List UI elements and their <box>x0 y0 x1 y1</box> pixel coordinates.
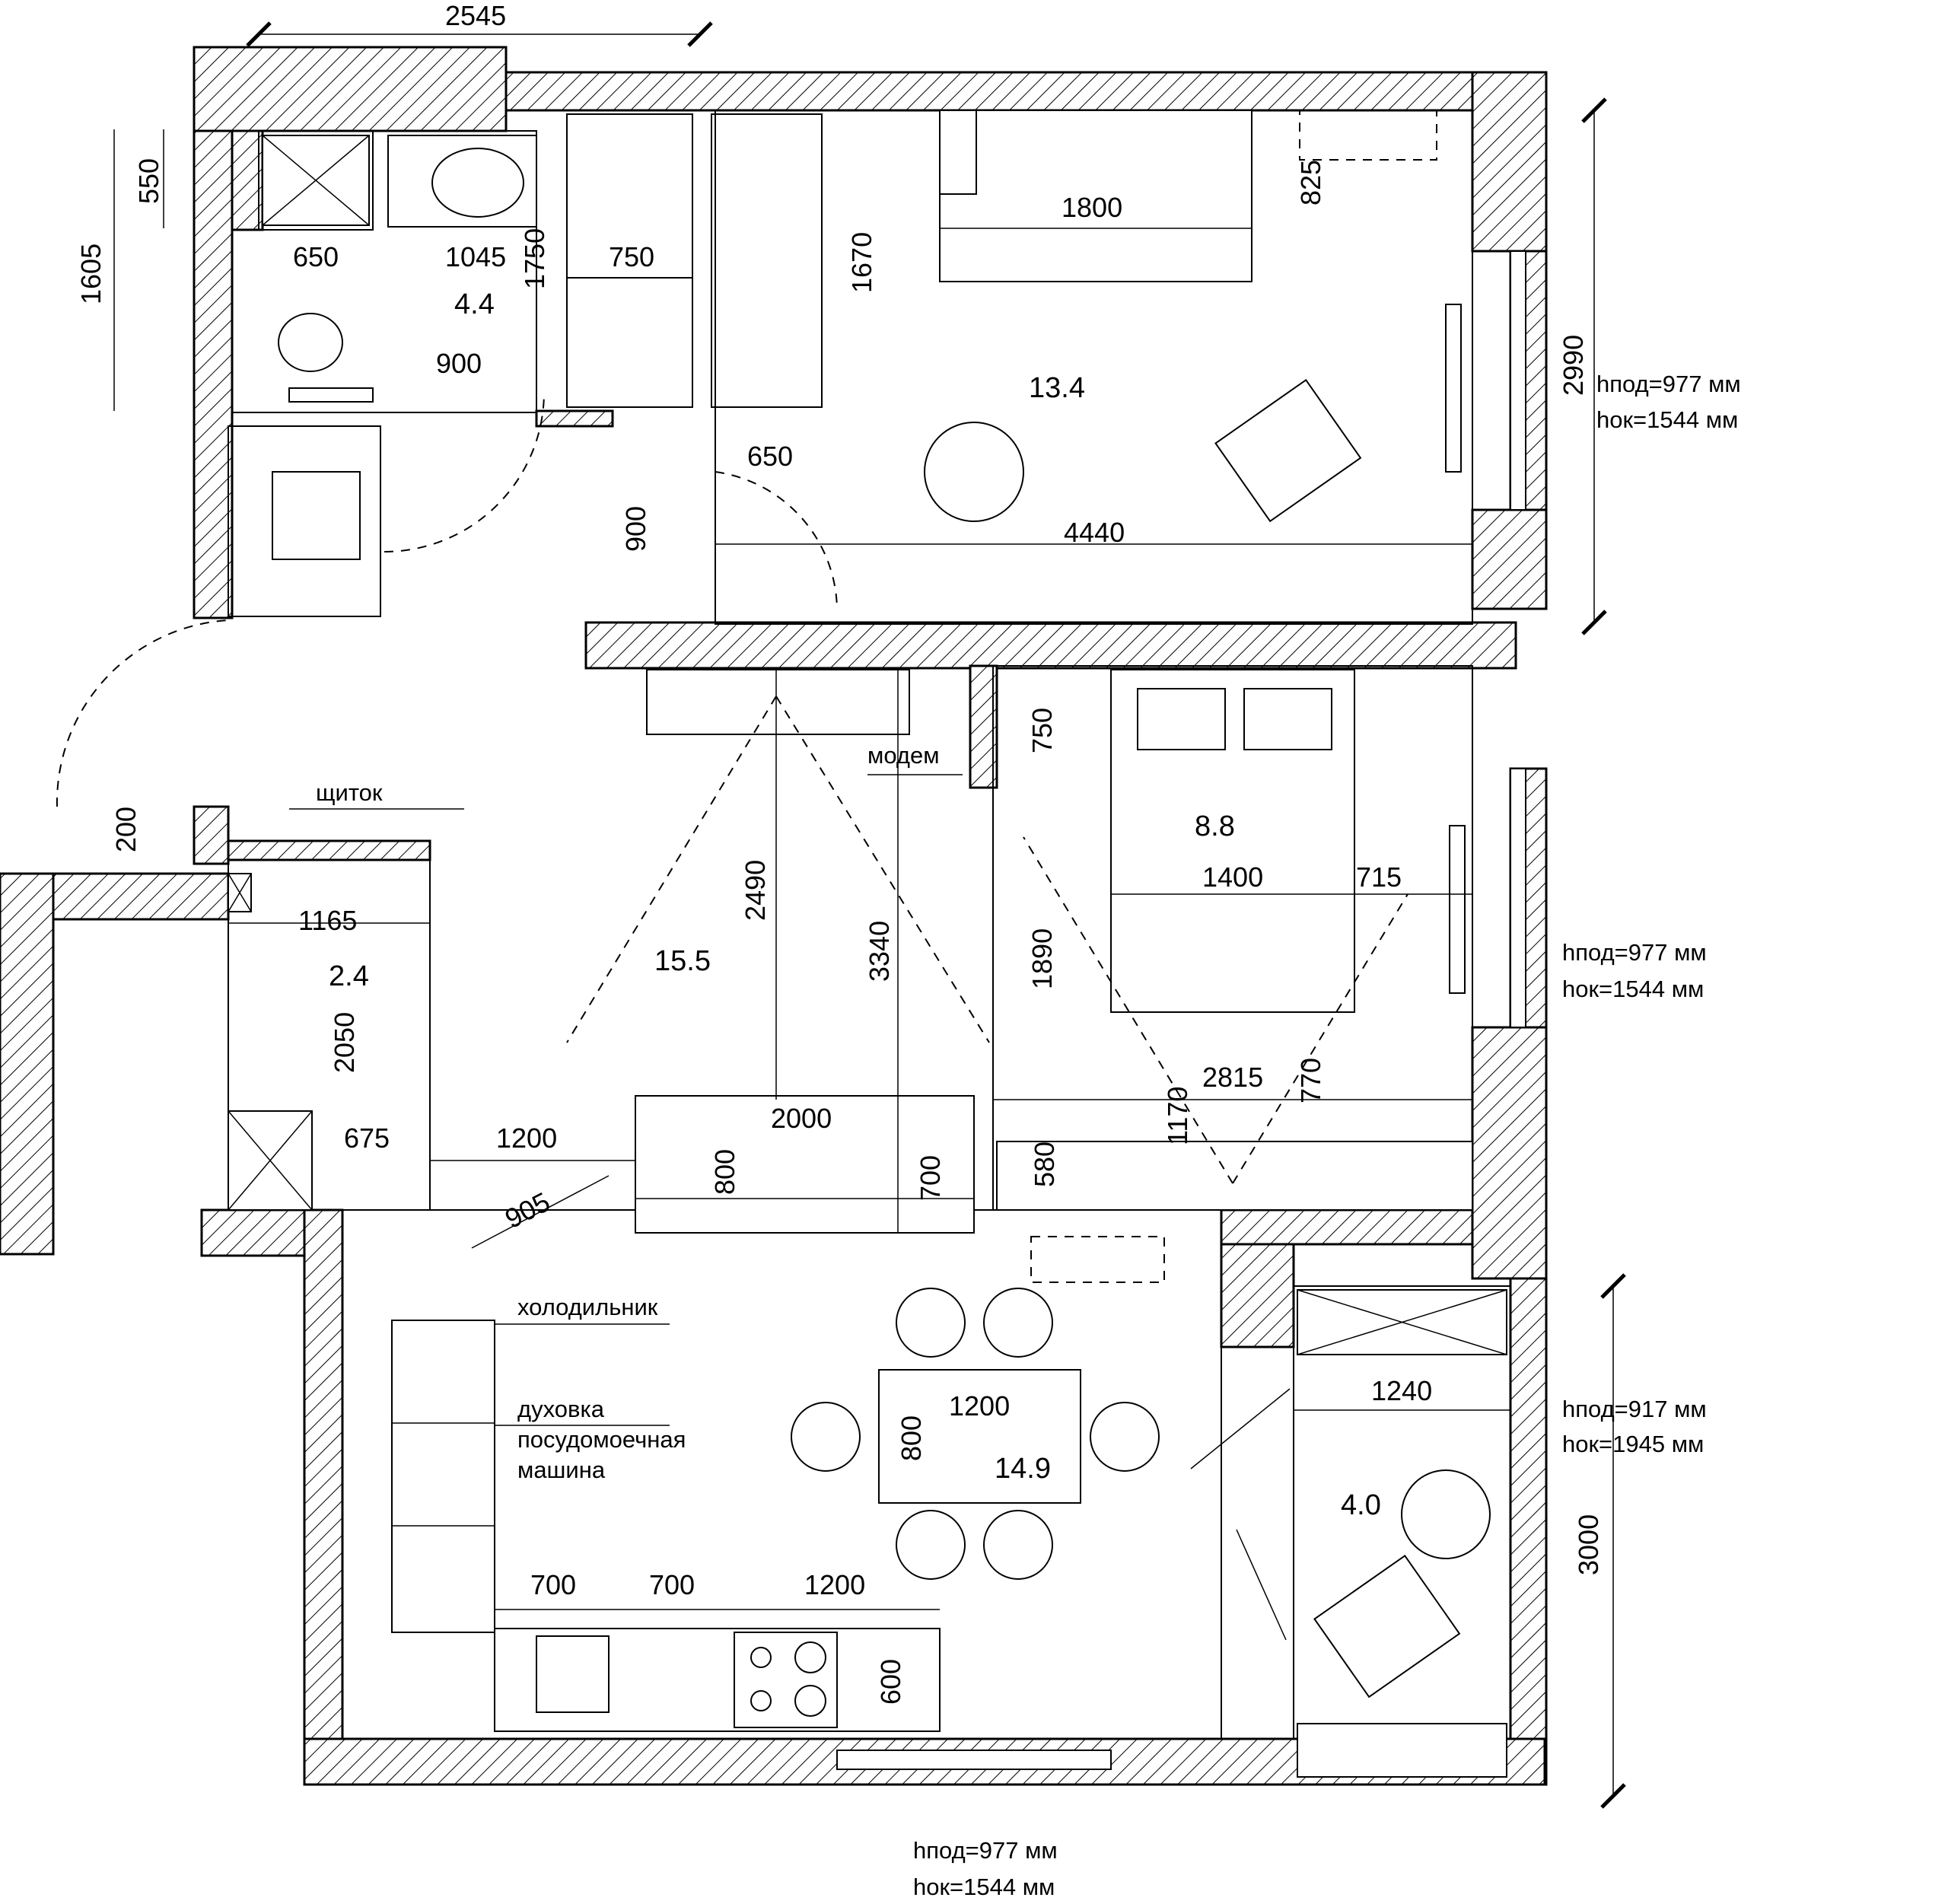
modem-stand <box>646 669 910 735</box>
area-bedroom-2: 8.8 <box>1195 810 1235 842</box>
sofa <box>635 1095 975 1234</box>
area-bedroom-1: 13.4 <box>1029 372 1085 404</box>
dim-600: 600 <box>875 1659 906 1705</box>
dim-700c: 700 <box>649 1569 695 1600</box>
chair <box>983 1510 1053 1580</box>
chair <box>983 1288 1053 1358</box>
toilet <box>278 313 343 372</box>
dim-1240: 1240 <box>1371 1375 1432 1406</box>
dim-1170: 1170 <box>1162 1087 1193 1145</box>
window-4-sill: hпод=977 мм <box>913 1837 1058 1864</box>
chair <box>896 1288 966 1358</box>
dimension-labels: 2545 550 1605 650 1045 1750 750 900 1670… <box>75 0 1604 1705</box>
dim-900a: 900 <box>436 348 482 379</box>
dim-1200c: 1200 <box>804 1569 865 1600</box>
window-4-height: hок=1544 мм <box>913 1874 1055 1900</box>
dim-550: 550 <box>133 158 164 204</box>
dim-2545: 2545 <box>445 0 506 31</box>
label-fridge: холодильник <box>517 1294 658 1320</box>
doors <box>56 391 1291 1641</box>
dining-table <box>878 1369 1081 1504</box>
area-balcony: 4.0 <box>1341 1489 1381 1521</box>
round-table <box>924 422 1024 522</box>
area-bathroom: 4.4 <box>454 288 495 320</box>
area-hall: 15.5 <box>654 945 711 977</box>
label-modem: модем <box>867 742 940 769</box>
dim-1605: 1605 <box>75 244 107 304</box>
dim-1670: 1670 <box>846 232 877 293</box>
dim-900b: 900 <box>620 506 651 552</box>
dim-1750: 1750 <box>519 228 550 289</box>
window-2-sill: hпод=977 мм <box>1562 939 1707 966</box>
dim-1045: 1045 <box>445 241 506 272</box>
dim-2990: 2990 <box>1558 335 1589 396</box>
dimension-lines <box>113 21 1626 1809</box>
dim-825: 825 <box>1295 160 1326 205</box>
window-3-height: hок=1945 мм <box>1562 1431 1704 1457</box>
window-notes: hпод=977 мм hок=1544 мм hпод=977 мм hок=… <box>913 371 1741 1900</box>
balcony-armchair <box>1313 1554 1461 1699</box>
kitchen-column <box>391 1320 495 1633</box>
label-dishwasher-2: машина <box>517 1457 606 1483</box>
dim-3000: 3000 <box>1573 1514 1604 1575</box>
chair <box>791 1402 861 1472</box>
window-3-sill: hпод=917 мм <box>1562 1396 1707 1422</box>
bed-1800 <box>939 110 1253 282</box>
area-closet: 2.4 <box>329 960 369 992</box>
armchair <box>1214 378 1362 523</box>
dim-800b: 800 <box>896 1415 927 1461</box>
dim-675: 675 <box>344 1122 390 1154</box>
dim-1165: 1165 <box>298 905 357 936</box>
dim-1890: 1890 <box>1027 928 1058 989</box>
dim-4440: 4440 <box>1064 517 1125 548</box>
window-1-height: hок=1544 мм <box>1596 406 1738 433</box>
dim-750a: 750 <box>609 241 654 272</box>
window-1-sill: hпод=977 мм <box>1596 371 1741 397</box>
window-2-height: hок=1544 мм <box>1562 976 1704 1002</box>
furniture <box>228 110 1526 1778</box>
dim-1400: 1400 <box>1202 861 1263 893</box>
dim-700a: 700 <box>915 1155 946 1201</box>
sink <box>536 1635 610 1713</box>
dim-580: 580 <box>1029 1141 1060 1187</box>
dim-905: 905 <box>500 1186 555 1234</box>
label-oven: духовка <box>517 1396 605 1422</box>
dim-2815: 2815 <box>1202 1062 1263 1093</box>
label-dishwasher-1: посудомоечная <box>517 1426 686 1453</box>
sightlines <box>566 696 1408 1184</box>
dim-2000: 2000 <box>771 1103 832 1134</box>
dim-1800: 1800 <box>1062 192 1122 223</box>
dim-800a: 800 <box>709 1149 740 1195</box>
washing-machine <box>272 471 361 560</box>
dim-715: 715 <box>1356 861 1402 893</box>
chair <box>1090 1402 1160 1472</box>
label-panel: щиток <box>316 779 383 806</box>
dim-1200a: 1200 <box>496 1122 557 1154</box>
dim-3340: 3340 <box>864 921 895 982</box>
dim-650b: 650 <box>747 441 793 472</box>
dim-700b: 700 <box>530 1569 576 1600</box>
dim-750b: 750 <box>1027 708 1058 753</box>
dim-650a: 650 <box>293 241 339 272</box>
dim-770: 770 <box>1295 1058 1326 1103</box>
dim-1200b: 1200 <box>949 1390 1010 1422</box>
dim-2490: 2490 <box>740 860 771 921</box>
dim-200: 200 <box>110 807 142 852</box>
area-kitchen: 14.9 <box>995 1453 1051 1485</box>
dim-2050: 2050 <box>329 1012 360 1073</box>
room-areas: 4.4 13.4 15.5 2.4 8.8 14.9 4.0 <box>329 288 1381 1521</box>
fixture-labels: модем щиток холодильник духовка посудомо… <box>289 742 963 1483</box>
chair <box>896 1510 966 1580</box>
